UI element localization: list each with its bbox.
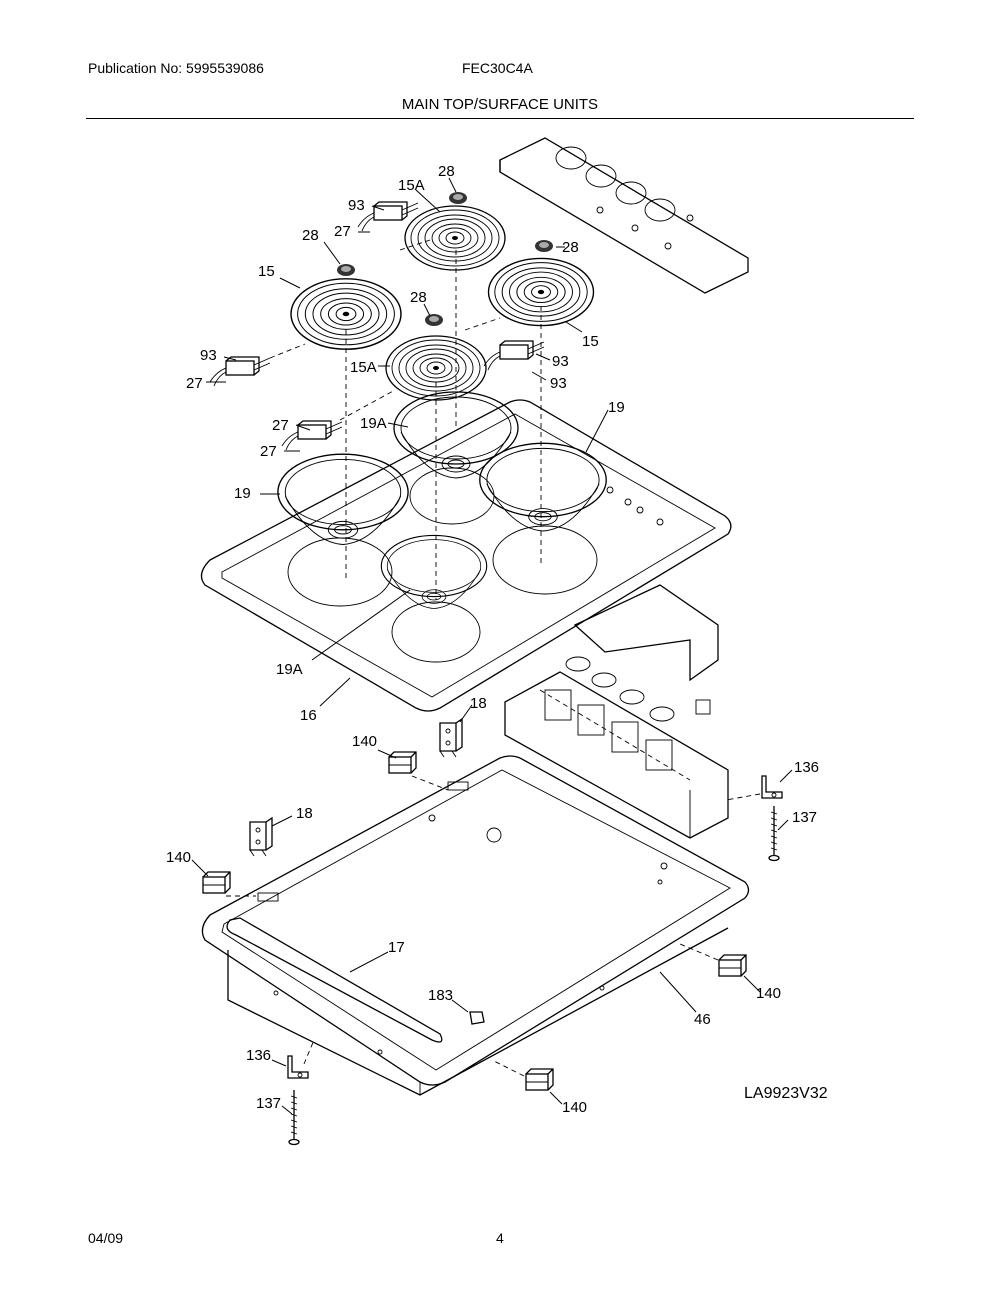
callout-18: 18 (470, 695, 487, 712)
callout-27: 27 (334, 223, 351, 240)
footer-date: 04/09 (88, 1230, 124, 1246)
header-rule (86, 118, 914, 119)
callout-93: 93 (550, 375, 567, 392)
callout-137: 137 (256, 1095, 281, 1112)
spacer-140-rear (388, 751, 417, 774)
terminal-block-rear (357, 201, 419, 232)
callout-137: 137 (792, 809, 817, 826)
leader-lines (191, 177, 793, 1115)
drip-pan-19A-front (380, 534, 488, 610)
callout-93: 93 (348, 197, 365, 214)
callout-136: 136 (794, 759, 819, 776)
surface-element-15-left (290, 278, 402, 350)
page-number: 4 (496, 1230, 504, 1246)
section-title: MAIN TOP/SURFACE UNITS (401, 96, 599, 113)
bracket-18-rear (439, 718, 463, 758)
callout-15A: 15A (350, 359, 377, 376)
surface-element-15A-front (385, 335, 487, 401)
clip-136-left (287, 1055, 309, 1079)
callout-27: 27 (272, 417, 289, 434)
publication-number: Publication No: 5995539086 (88, 60, 264, 76)
callout-140: 140 (756, 985, 781, 1002)
callout-19A: 19A (276, 661, 303, 678)
callout-46: 46 (694, 1011, 711, 1028)
callout-28: 28 (302, 227, 319, 244)
cap-28-d (425, 314, 443, 326)
cap-28-b (337, 264, 355, 276)
callout-15: 15 (258, 263, 275, 280)
callout-28: 28 (410, 289, 427, 306)
screw-137-left (288, 1089, 300, 1146)
callout-15: 15 (582, 333, 599, 350)
cap-28-a (449, 192, 467, 204)
callout-19A: 19A (360, 415, 387, 432)
spacer-140-right (718, 954, 747, 977)
callout-28: 28 (438, 163, 455, 180)
model-number: FEC30C4A (462, 60, 533, 76)
terminal-block-front (281, 420, 343, 451)
callout-183: 183 (428, 987, 453, 1004)
callout-labels: 28 15A 93 27 28 28 15 28 15 93 27 15A 93… (166, 163, 819, 1116)
callout-28: 28 (562, 239, 579, 256)
brace-17 (226, 917, 443, 1043)
control-panel (499, 137, 749, 294)
control-housing (504, 584, 729, 839)
callout-140: 140 (166, 849, 191, 866)
callout-136: 136 (246, 1047, 271, 1064)
callout-27: 27 (260, 443, 277, 460)
cooktop-16 (200, 399, 732, 712)
callout-93: 93 (552, 353, 569, 370)
figure-code: LA9923V32 (744, 1085, 828, 1102)
callout-17: 17 (388, 939, 405, 956)
callout-15A: 15A (398, 177, 425, 194)
surface-element-15A-rear (404, 205, 506, 271)
callout-93: 93 (200, 347, 217, 364)
callout-27: 27 (186, 375, 203, 392)
bolt-183 (469, 1011, 485, 1025)
clip-136-right (761, 775, 783, 799)
spacer-140-front (525, 1068, 554, 1091)
callout-19: 19 (608, 399, 625, 416)
burner-box-46 (201, 755, 750, 1096)
bracket-18-left (249, 817, 273, 857)
callout-140: 140 (562, 1099, 587, 1116)
screw-137-right (768, 805, 780, 862)
callout-16: 16 (300, 707, 317, 724)
callout-140: 140 (352, 733, 377, 750)
callout-19: 19 (234, 485, 251, 502)
callout-18: 18 (296, 805, 313, 822)
terminal-block-right (483, 340, 545, 371)
drip-pan-19-right (479, 442, 607, 532)
cap-28-c (535, 240, 553, 252)
